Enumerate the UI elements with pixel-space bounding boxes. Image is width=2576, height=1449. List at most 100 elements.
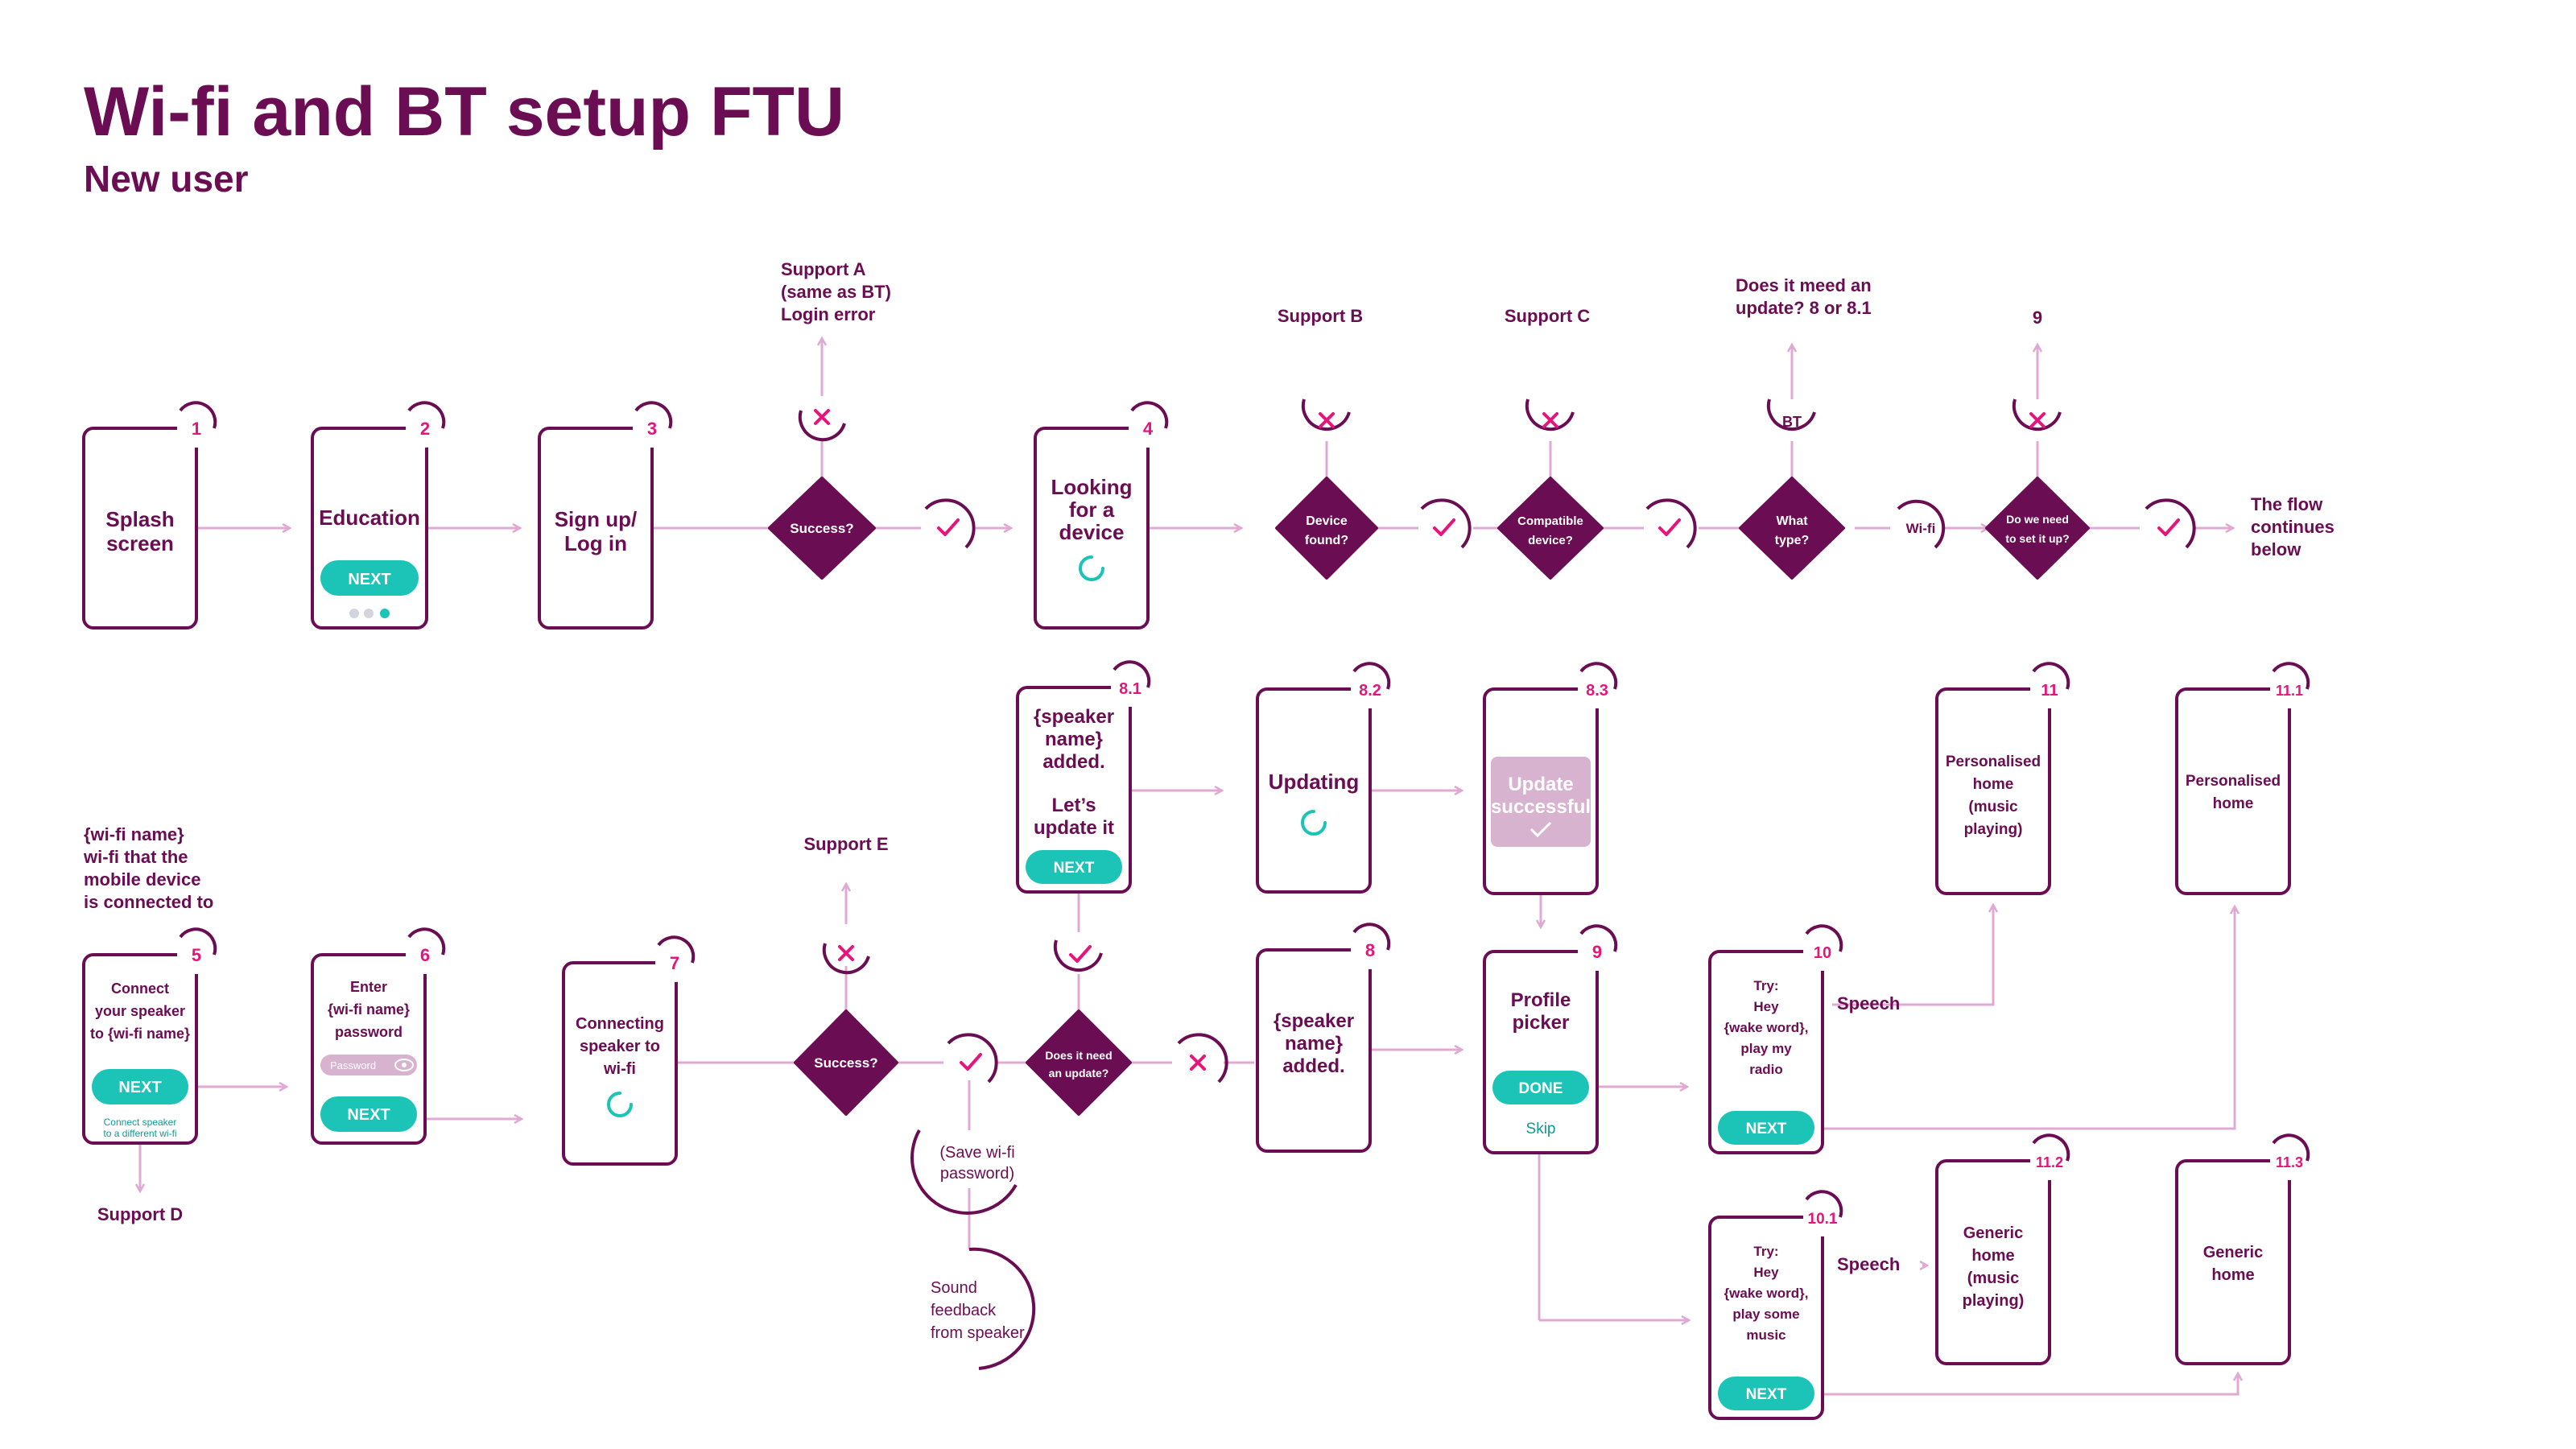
support-a-line-3: Login error [781,304,876,324]
cross-icon [838,945,854,961]
decision-device-found-line-2: found? [1305,534,1348,547]
no-update-node [1177,1033,1228,1084]
screen-10-1[interactable]: 10.1 Try: Hey {wake word}, play some mus… [1708,1190,1843,1420]
screen-6[interactable]: 6 Enter {wi-fi name} password Password N… [311,927,446,1145]
screen-7[interactable]: 7 Connecting speaker to wi-fi [562,935,696,1166]
password-input[interactable] [320,1055,417,1075]
screen-6-line-2: {wi-fi name} [328,1001,410,1018]
decision-compatible-line-2: device? [1528,534,1573,547]
decision-needs-update-line-1: Does it need [1045,1049,1112,1062]
compatible-node [1645,498,1697,549]
screen-1[interactable]: 1 Splash screen [82,401,217,630]
eye-icon[interactable] [394,1059,414,1071]
wifi-node: Wi-fi [1897,499,1946,549]
screen-7-number: 7 [670,953,679,973]
screen-1-title-line-1: Splash [105,507,174,531]
screen-9[interactable]: 9 Profile picker DONE Skip [1483,924,1618,1154]
education-next-button[interactable] [320,560,419,596]
screen-4-title-line-3: device [1059,520,1125,544]
speech-label-2: Speech [1837,1254,1900,1274]
connect-next-button[interactable] [92,1069,188,1104]
screen-4-number: 4 [1143,419,1154,439]
screen-8-2-number: 8.2 [1359,682,1381,700]
update-next-button[interactable] [1026,850,1122,884]
password-next-button[interactable] [320,1096,417,1132]
incompatible-node [1525,398,1575,431]
screen-8-3-line-1: Update [1508,774,1573,795]
screen-11-1[interactable]: 11.1 Personalised home [2175,662,2310,895]
screen-8-3[interactable]: 8.3 Update successful [1483,662,1618,895]
step-nine-label: 9 [2033,308,2042,328]
screen-11[interactable]: 11 Personalised home (music playing) [1935,662,2070,895]
try-music-next-button[interactable] [1718,1377,1814,1410]
screen-4-title-line-2: for a [1069,497,1115,522]
save-password-node: (Save wi-fi password) [910,1129,1018,1215]
decision-device-found: Device found? [1275,477,1378,580]
screen-8-2[interactable]: 8.2 Updating [1256,662,1391,894]
check-icon [1658,518,1681,536]
support-b-label: Support B [1278,306,1363,326]
decision-compatible-line-1: Compatible [1517,514,1583,528]
password-placeholder: Password [330,1059,376,1071]
screen-11-3[interactable]: 11.3 Generic home [2175,1133,2310,1365]
screen-4[interactable]: 4 Looking for a device [1034,401,1169,630]
screen-3[interactable]: 3 Sign up/ Log in [538,401,673,630]
success-check-icon [1530,821,1552,838]
try-music-next-label: NEXT [1746,1386,1787,1403]
connectors-row-1 [196,338,2233,528]
screen-8-1-line-3: added. [1042,751,1104,773]
support-d-label: Support D [97,1204,183,1224]
screen-11-number: 11 [2041,682,2058,700]
decision-setup-needed: Do we need to set it up? [1985,477,2090,580]
screen-1-number: 1 [192,419,201,439]
screen-10-1-line-3: {wake word}, [1724,1286,1809,1301]
screen-10-line-1: Try: [1753,978,1778,993]
no-setup-node [2012,398,2062,431]
screen-11-line-3: (music [1968,799,2018,815]
profile-done-label: DONE [1519,1080,1563,1097]
screen-6-line-1: Enter [350,979,387,995]
screen-8-1[interactable]: 8.1 {speaker name} added. Let’s update i… [1016,660,1151,894]
screen-8-1-line-4: Let’s [1051,795,1096,816]
cross-icon [814,409,830,425]
screen-8[interactable]: 8 {speaker name} added. [1256,923,1391,1153]
screen-11-3-number: 11.3 [2276,1154,2303,1170]
loading-spinner-icon [1301,810,1327,836]
connect-next-label: NEXT [118,1079,161,1096]
screen-11-line-1: Personalised [1946,753,2041,770]
password-next-label: NEXT [347,1106,390,1124]
profile-skip-link[interactable]: Skip [1526,1121,1556,1137]
decision-needs-update-line-2: an update? [1049,1067,1109,1080]
screen-8-1-line-2: name} [1045,729,1103,750]
different-wifi-link-line-2[interactable]: to a different wi-fi [103,1128,176,1139]
update-next-label: NEXT [1054,860,1095,877]
screen-11-2[interactable]: 11.2 Generic home (music playing) [1935,1133,2070,1365]
screen-10-line-2: Hey [1753,999,1779,1014]
cross-icon [1190,1055,1206,1071]
screen-11-1-line-2: home [2213,795,2254,812]
flow-continues-line-3: below [2251,539,2301,559]
loading-spinner-icon [1079,555,1104,581]
screen-6-number: 6 [420,945,430,965]
decision-device-type: What type? [1739,477,1845,580]
flow-continues-line-1: The flow [2251,494,2323,514]
try-radio-next-button[interactable] [1718,1111,1814,1145]
sound-feedback-line-2: feedback [931,1302,997,1319]
screen-2[interactable]: 2 Education NEXT [311,401,446,630]
decision-login-success-label: Success? [790,521,853,536]
cross-icon [1319,412,1335,428]
login-success-node [924,498,976,549]
screen-5[interactable]: 5 Connect your speaker to {wi-fi name} N… [82,927,217,1145]
update-needed-node [1053,939,1103,972]
different-wifi-link-line-1[interactable]: Connect speaker [104,1117,177,1128]
page-subtitle: New user [84,158,249,200]
try-radio-next-label: NEXT [1746,1121,1787,1137]
screen-5-line-1: Connect [111,980,169,997]
screen-10[interactable]: 10 Try: Hey {wake word}, play my radio N… [1708,924,1843,1154]
profile-done-button[interactable] [1492,1071,1589,1104]
setup-needed-node [2145,498,2196,549]
screen-3-title-line-1: Sign up/ [555,507,638,531]
device-found-node [1420,498,1472,549]
screen-9-line-2: picker [1513,1012,1570,1034]
